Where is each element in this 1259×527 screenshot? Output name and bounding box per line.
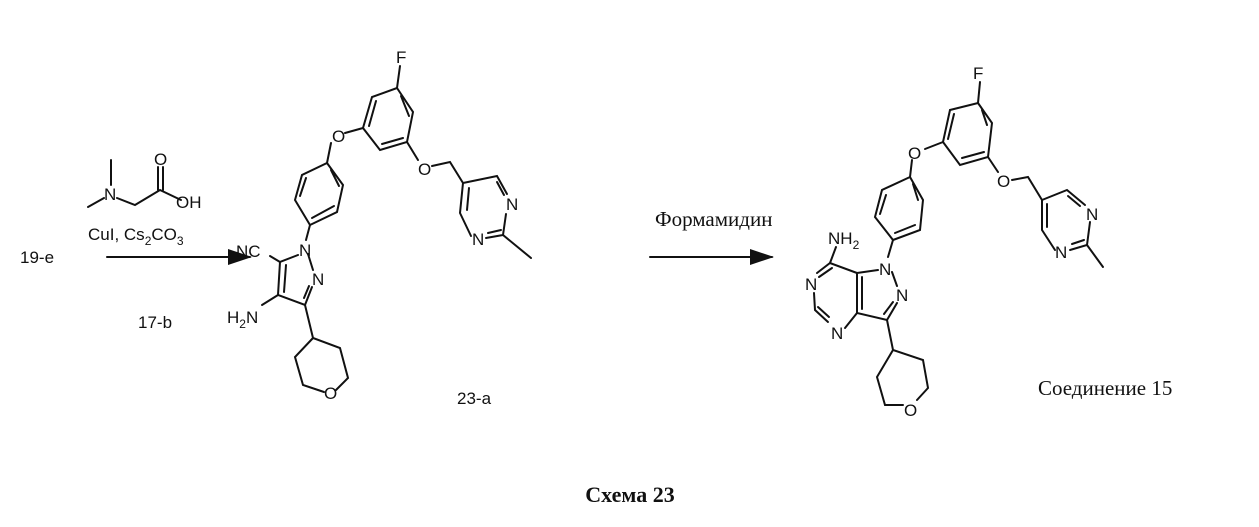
step2-reagent: Формамидин — [655, 207, 772, 231]
atom-n: N — [805, 275, 817, 294]
atom-n: N — [472, 230, 484, 249]
atom-n: N — [104, 185, 116, 204]
atom-n: N — [1086, 205, 1098, 224]
atom-n: N — [1055, 243, 1067, 262]
starting-material-label: 19-e — [20, 248, 54, 267]
amine-label: H2N — [227, 308, 258, 331]
atom-n: N — [831, 324, 843, 343]
intermediate-label: 23-a — [457, 389, 492, 408]
dimethylglycine-structure: N O OH — [87, 150, 202, 212]
step1-conditions: CuI, Cs2CO3 — [88, 225, 184, 248]
atom-n: N — [312, 270, 324, 289]
atom-o: O — [154, 150, 167, 169]
atom-n: N — [506, 195, 518, 214]
atom-o: O — [332, 127, 345, 146]
amine-label: NH2 — [828, 229, 860, 252]
nitrile-label: NC — [236, 242, 261, 261]
atom-n: N — [879, 260, 891, 279]
scheme-caption: Схема 23 — [585, 482, 674, 507]
product-label: Соединение 15 — [1038, 376, 1172, 400]
product-compound-15-structure: F O O N N NH2 N N N N O — [805, 64, 1104, 420]
atom-f: F — [973, 64, 983, 83]
co-reactant-label: 17-b — [138, 313, 172, 332]
intermediate-23a-structure: F O O N N NC N N H2N O — [227, 48, 532, 403]
atom-o: O — [904, 401, 917, 420]
atom-o: O — [324, 384, 337, 403]
atom-n: N — [299, 241, 311, 260]
atom-o: O — [997, 172, 1010, 191]
atom-oh: OH — [176, 193, 202, 212]
atom-o: O — [418, 160, 431, 179]
atom-f: F — [396, 48, 406, 67]
atom-o: O — [908, 144, 921, 163]
atom-n: N — [896, 286, 908, 305]
